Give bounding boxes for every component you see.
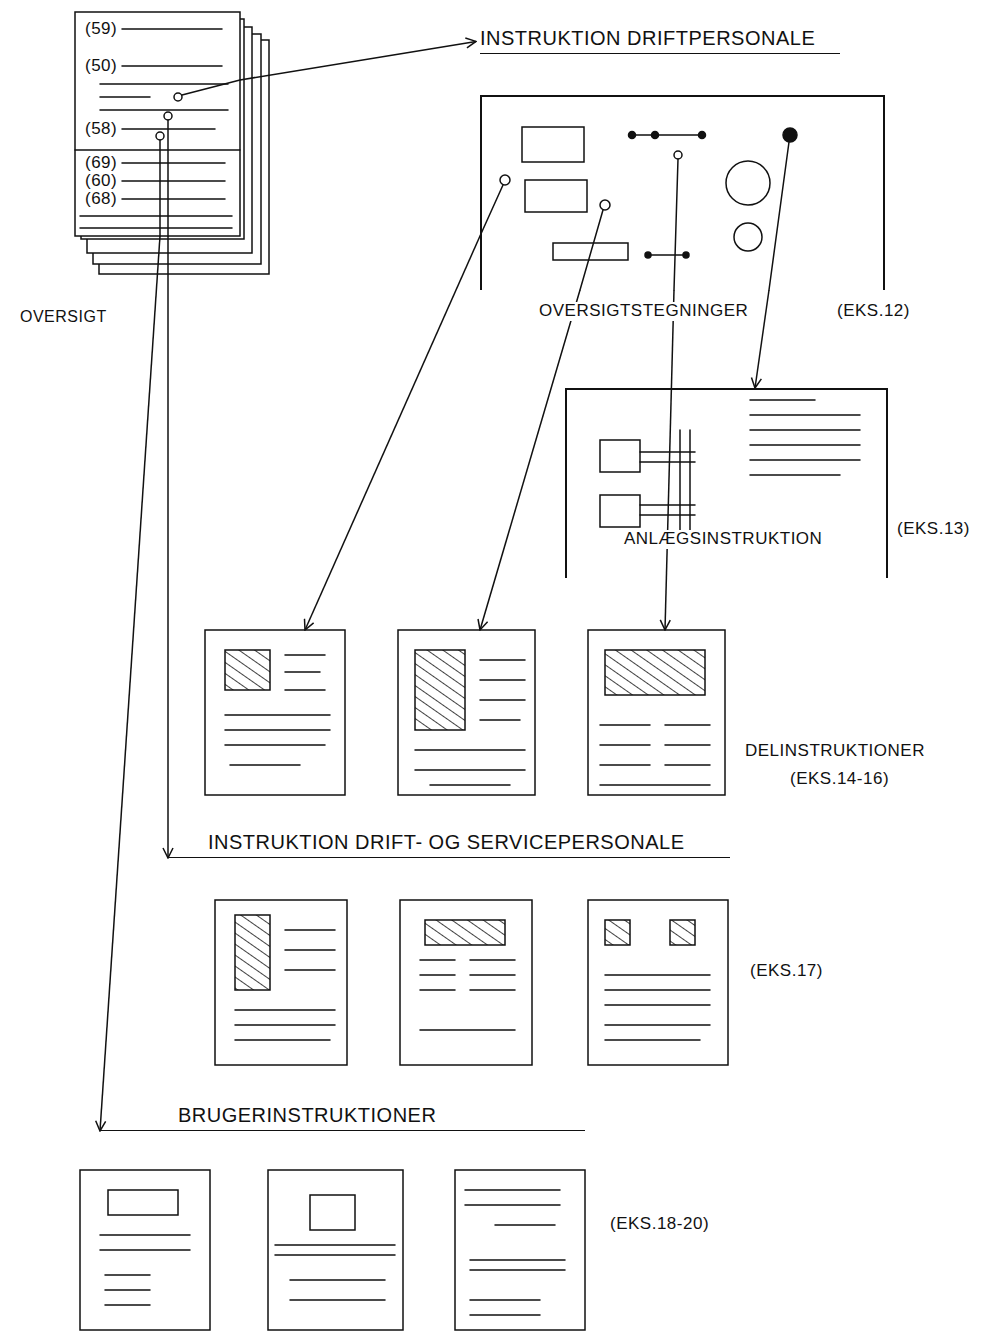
- panel-box: OVERSIGTSTEGNINGER(EKS.12): [480, 95, 885, 290]
- label-text: (EKS.17): [748, 962, 825, 981]
- instruction-box: ANLÆGSINSTRUKTION(EKS.13): [565, 388, 888, 578]
- plant-drawing: [600, 400, 860, 535]
- page-group: (EKS.17): [215, 900, 855, 1065]
- connector-arrow: [100, 236, 160, 1131]
- document-pages: [80, 630, 728, 1330]
- label-text: (EKS.12): [835, 302, 912, 321]
- panel-drawing: [480, 127, 797, 290]
- label-text: (58): [83, 120, 119, 139]
- heading-text: BRUGERINSTRUKTIONER: [178, 1103, 436, 1127]
- label-text: (EKS.14-16): [788, 770, 891, 789]
- connector-arrow: [305, 236, 480, 630]
- label-text: (68): [83, 190, 119, 209]
- heading-text: INSTRUKTION DRIFT- OG SERVICEPERSONALE: [208, 830, 684, 854]
- label-text: (EKS.13): [895, 520, 972, 539]
- connector-arrow: [240, 41, 476, 80]
- page-stack: [75, 12, 269, 274]
- label-text: DELINSTRUKTIONER: [743, 742, 927, 761]
- connector-arrow: [665, 290, 674, 630]
- label-text: (50): [83, 57, 119, 76]
- page-stack-node: (59)(50)(58)(69)(60)(68)OVERSIGT: [75, 12, 240, 236]
- section-heading: INSTRUKTION DRIFT- OG SERVICEPERSONALE: [168, 830, 730, 858]
- label-text: (60): [83, 172, 119, 191]
- label-text: ANLÆGSINSTRUKTION: [622, 530, 824, 549]
- connector-arrow: [755, 290, 769, 388]
- section-heading: BRUGERINSTRUKTIONER: [100, 1103, 585, 1131]
- page-group: (EKS.18-20): [80, 1170, 720, 1335]
- label-text: OVERSIGTSTEGNINGER: [537, 302, 750, 321]
- connector-arrow: [167, 236, 169, 858]
- heading-text: INSTRUKTION DRIFTPERSONALE: [480, 26, 815, 50]
- page-group: DELINSTRUKTIONER (EKS.14-16): [205, 630, 965, 800]
- section-heading: INSTRUKTION DRIFTPERSONALE: [480, 26, 840, 54]
- label-text: (59): [83, 20, 119, 39]
- label-text: (69): [83, 154, 119, 173]
- label-text: OVERSIGT: [18, 308, 109, 326]
- label-text: (EKS.18-20): [608, 1215, 711, 1234]
